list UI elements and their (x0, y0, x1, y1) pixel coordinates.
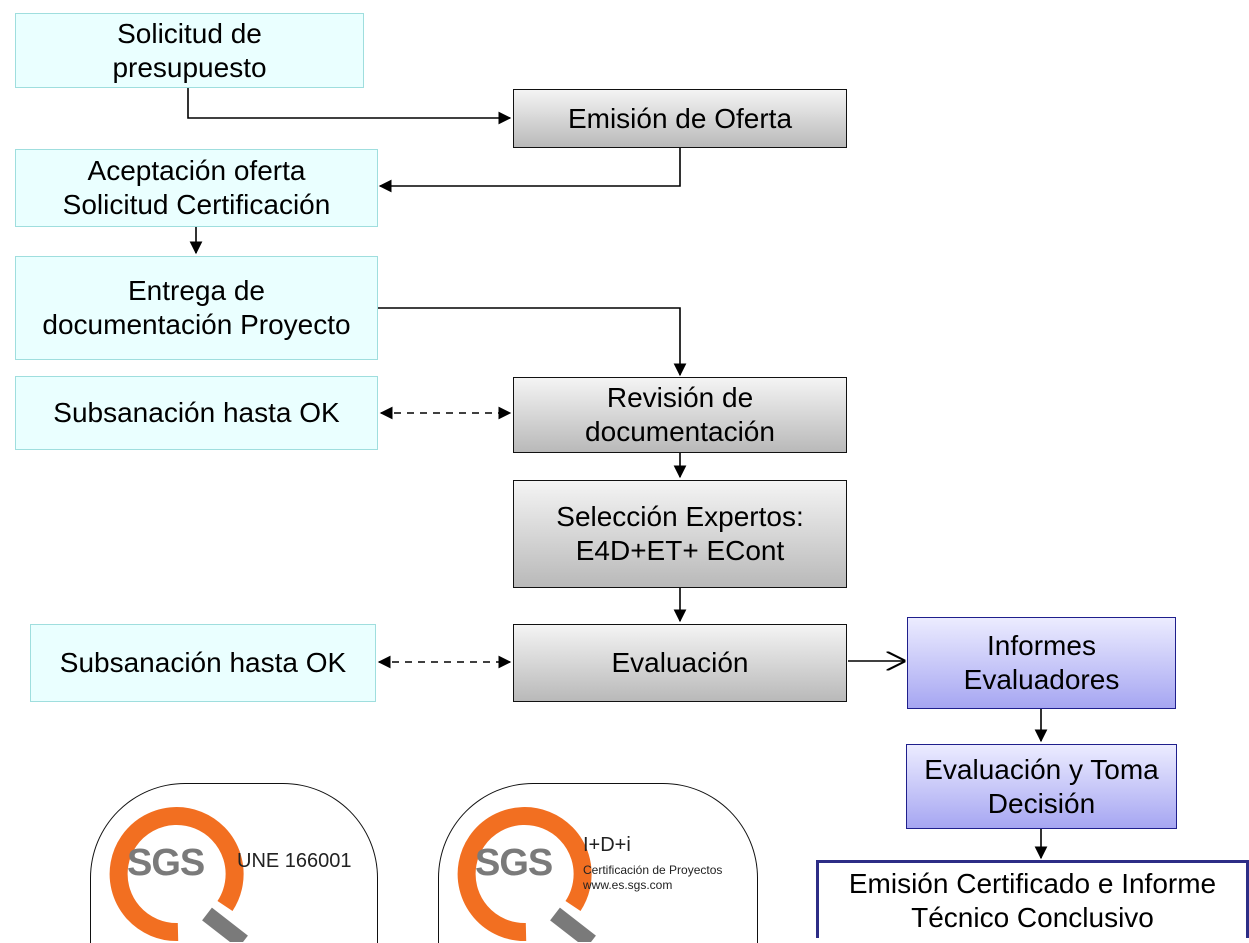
sgs-logo-icon (457, 807, 596, 942)
node-aceptacion-oferta: Aceptación oferta Solicitud Certificació… (15, 149, 378, 227)
badge-idi-line2: www.es.sgs.com (583, 878, 673, 892)
badge-idi-title: I+D+i (583, 834, 631, 856)
node-informes-evaluadores: Informes Evaluadores (907, 617, 1176, 709)
node-evaluacion: Evaluación (513, 624, 847, 702)
node-subsanacion-revision: Subsanación hasta OK (15, 376, 378, 450)
node-line: Selección Expertos: (556, 501, 804, 532)
node-line: Decisión (987, 787, 1096, 819)
node-line: Evaluación y Toma (924, 753, 1159, 785)
node-evaluacion-toma-decision: Evaluación y Toma Decisión (906, 744, 1177, 829)
sgs-logo-icon (109, 807, 248, 942)
node-line: Solicitud de (117, 17, 262, 49)
sgs-logo-text: SGS (127, 842, 205, 884)
arrow-entrega-to-revision (378, 307, 687, 377)
node-subsanacion-evaluacion: Subsanación hasta OK (30, 624, 376, 702)
sgs-idi-badge: SGS I+D+i Certificación de Proyectos www… (438, 783, 758, 943)
arrow-oferta-to-aceptacion (378, 148, 681, 193)
node-revision-documentacion: Revisión de documentación (513, 377, 847, 453)
node-line: E4D+ET+ ECont (575, 535, 785, 566)
node-emision-certificado: Emisión Certificado e Informe Técnico Co… (816, 860, 1249, 938)
node-line: Subsanación hasta OK (53, 397, 340, 428)
badge-une-text: UNE 166001 (237, 850, 352, 872)
node-line: Solicitud Certificación (62, 189, 331, 220)
node-seleccion-expertos: Selección Expertos: E4D+ET+ ECont (513, 480, 847, 588)
sgs-logo-text: SGS (475, 842, 553, 884)
node-line: Aceptación oferta (87, 155, 306, 186)
arrow-presupuesto-to-oferta (187, 88, 512, 125)
node-entrega-documentacion: Entrega de documentación Proyecto (15, 256, 378, 360)
node-line: presupuesto (112, 51, 267, 83)
node-solicitud-presupuesto: Solicitud de presupuesto (15, 13, 364, 88)
node-line: Entrega de (128, 275, 265, 306)
node-line: documentación (585, 416, 775, 447)
node-line: Revisión de (606, 382, 754, 413)
sgs-une-badge: SGS UNE 166001 (90, 783, 378, 943)
node-line: Subsanación hasta OK (59, 647, 347, 678)
badge-idi-line1: Certificación de Proyectos (583, 863, 723, 877)
node-line: Evaluación (611, 647, 749, 678)
node-line: Informes (987, 630, 1096, 661)
node-line: Evaluadores (963, 664, 1120, 695)
node-line: Emisión de Oferta (567, 102, 793, 134)
node-line: Técnico Conclusivo (911, 901, 1154, 933)
node-line: documentación Proyecto (42, 309, 351, 340)
node-line: Emisión Certificado e Informe (848, 867, 1217, 899)
node-emision-oferta: Emisión de Oferta (513, 89, 847, 148)
